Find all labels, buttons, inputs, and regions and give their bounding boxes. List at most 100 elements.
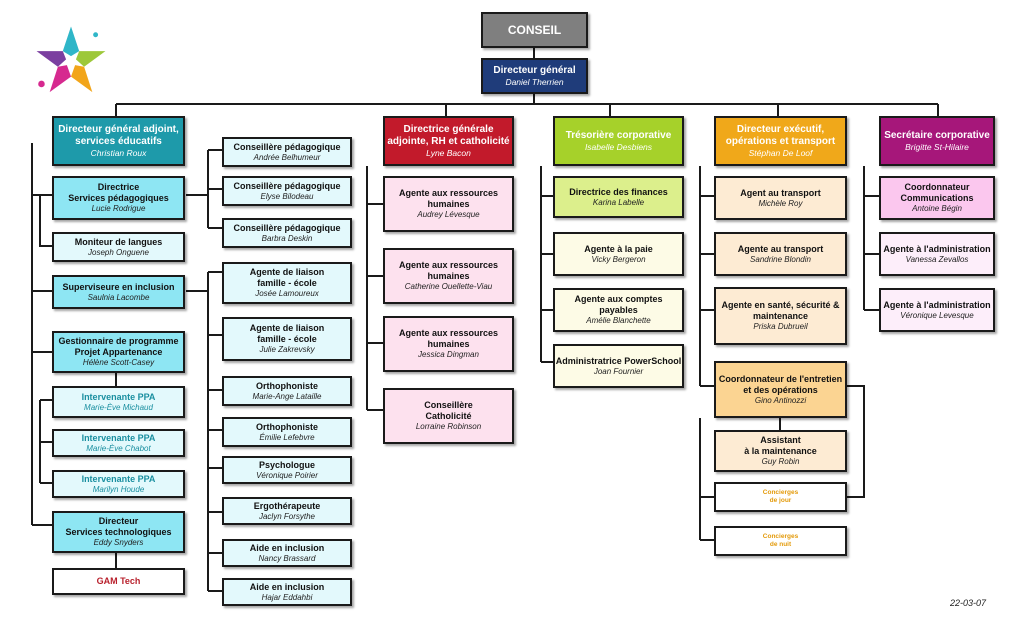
transport2-name: Sandrine Blondin [750,254,811,264]
assistant-name: Guy Robin [761,457,800,467]
comptes-box: Agente aux comptes payables Amélie Blanc… [553,288,684,332]
ppa2-name: Marie-Ève Chabot [86,443,151,453]
sst-title: Agente en santé, sécurité & maintenance [721,300,840,322]
col1-head-title: Directeur général adjoint, services éduc… [58,123,179,147]
col5-head-name: Stéphan De Loof [748,148,813,158]
directeur-general-title: Directeur général [493,64,576,76]
col6-head-title: Secrétaire corporative [884,129,990,141]
ppa1-box: Intervenante PPA Marie-Ève Michaud [52,386,185,418]
concierges-nuit-box: Concierges de nuit [714,526,847,556]
cp3-box: Conseillère pédagogique Barbra Deskin [222,218,352,248]
alf2-box: Agente de liaison famille - école Julie … [222,317,352,361]
concierges-jour-title: Concierges de jour [762,489,799,504]
ppa3-title: Intervenante PPA [81,473,156,484]
ppa2-title: Intervenante PPA [81,432,156,443]
admin2-name: Véronique Levesque [900,310,974,320]
paie-box: Agente à la paie Vicky Bergeron [553,232,684,276]
ppa1-title: Intervenante PPA [81,391,156,402]
ortho2-title: Orthophoniste [256,421,318,432]
col1-head-name: Christian Roux [90,148,147,158]
communications-name: Antoine Bégin [912,204,962,214]
paie-title: Agente à la paie [584,243,653,254]
rh2-title: Agente aux ressources humaines [398,260,499,282]
powerschool-name: Joan Fournier [593,366,644,376]
col4-head-title: Trésorière corporative [565,129,672,141]
sst-box: Agente en santé, sécurité & maintenance … [714,287,847,345]
conseil-box: CONSEIL [481,12,588,48]
rh1-name: Audrey Lévesque [417,210,480,220]
cp3-title: Conseillère pédagogique [233,222,341,233]
ergo-name: Jaclyn Forsythe [258,511,316,521]
rh3-title: Agente aux ressources humaines [398,328,499,350]
admin2-title: Agente à l'administration [883,299,991,310]
col3-head-name: Lyne Bacon [426,148,471,158]
alf1-name: Josée Lamoureux [255,289,319,299]
inclusion-name: Saulnia Lacombe [87,292,150,302]
ortho2-name: Émilie Lefebvre [259,432,315,442]
cp1-box: Conseillère pédagogique Andrée Belhumeur [222,137,352,167]
assistant-title: Assistant à la maintenance [744,435,817,457]
cp2-name: Elyse Bilodeau [260,191,314,201]
admin1-title: Agente à l'administration [883,243,991,254]
alf2-name: Julie Zakrevsky [259,345,315,355]
cp3-name: Barbra Deskin [261,233,313,243]
transport1-box: Agent au transport Michèle Roy [714,176,847,220]
ergo-title: Ergothérapeute [253,500,321,511]
admin2-box: Agente à l'administration Véronique Leve… [879,288,995,332]
sst-name: Priska Dubrueil [753,322,808,332]
aide1-name: Nancy Brassard [258,553,316,563]
rh3-box: Agente aux ressources humaines Jessica D… [383,316,514,372]
directeur-general-name: Daniel Therrien [505,76,564,87]
col1-head-box: Directeur général adjoint, services éduc… [52,116,185,166]
alf1-title: Agente de liaison famille - école [249,267,325,289]
finances-name: Karina Labelle [592,197,645,207]
ergo-box: Ergothérapeute Jaclyn Forsythe [222,497,352,525]
col3-head-title: Directrice générale adjointe, RH et cath… [387,123,510,147]
ppa1-name: Marie-Ève Michaud [84,402,153,412]
admin1-box: Agente à l'administration Vanessa Zevall… [879,232,995,276]
finances-box: Directrice des finances Karina Labelle [553,176,684,218]
rh2-name: Catherine Ouellette-Viau [404,282,493,292]
directeur-general-box: Directeur général Daniel Therrien [481,58,588,94]
col4-head-name: Isabelle Desbiens [584,141,653,152]
ppa-manager-name: Hélène Scott-Casey [82,358,155,368]
transport2-title: Agente au transport [737,243,824,254]
inclusion-title: Superviseure en inclusion [62,281,175,292]
ortho1-box: Orthophoniste Marie-Ange Lataille [222,376,352,406]
col4-head-box: Trésorière corporative Isabelle Desbiens [553,116,684,166]
pedago-title: Directrice Services pédagogiques [68,182,169,204]
cp1-title: Conseillère pédagogique [233,141,341,152]
pedago-name: Lucie Rodrigue [91,204,146,214]
ortho1-name: Marie-Ange Lataille [252,391,322,401]
ppa2-box: Intervenante PPA Marie-Ève Chabot [52,429,185,457]
catholicite-box: Conseillère Catholicité Lorraine Robinso… [383,388,514,444]
catholicite-name: Lorraine Robinson [415,422,482,432]
gam-tech-title: GAM Tech [96,576,141,587]
aide2-box: Aide en inclusion Hajar Eddahbi [222,578,352,606]
paie-name: Vicky Bergeron [591,254,646,264]
star-logo-icon [36,26,106,93]
concierges-nuit-title: Concierges de nuit [762,533,799,548]
aide2-name: Hajar Eddahbi [261,592,313,602]
powerschool-title: Administratrice PowerSchool [555,355,682,366]
finances-title: Directrice des finances [569,186,668,197]
langues-name: Joseph Onguene [88,247,149,257]
admin1-name: Vanessa Zevallos [905,254,969,264]
col5-head-title: Directeur exécutif, opérations et transp… [725,123,836,147]
pedago-box: Directrice Services pédagogiques Lucie R… [52,176,185,220]
entretien-name: Gino Antinozzi [754,395,807,405]
transport1-name: Michèle Roy [758,198,803,208]
rh3-name: Jessica Dingman [418,350,479,360]
rh1-box: Agente aux ressources humaines Audrey Lé… [383,176,514,232]
psy-title: Psychologue [258,459,315,470]
cp2-box: Conseillère pédagogique Elyse Bilodeau [222,176,352,206]
transport1-title: Agent au transport [740,187,821,198]
rh1-title: Agente aux ressources humaines [398,188,499,210]
rh2-box: Agente aux ressources humaines Catherine… [383,248,514,304]
aide2-title: Aide en inclusion [249,581,325,592]
transport2-box: Agente au transport Sandrine Blondin [714,232,847,276]
gam-tech-box: GAM Tech [52,568,185,595]
powerschool-box: Administratrice PowerSchool Joan Fournie… [553,344,684,388]
langues-box: Moniteur de langues Joseph Onguene [52,232,185,262]
